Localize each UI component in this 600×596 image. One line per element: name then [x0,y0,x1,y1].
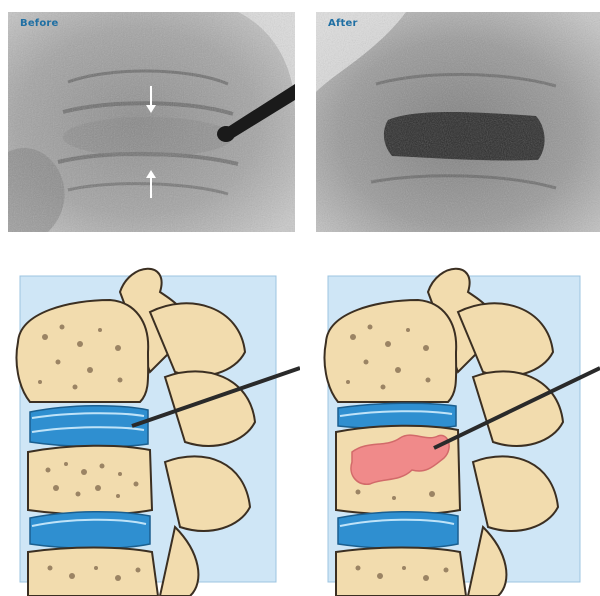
xray-before-panel: Before [8,12,295,232]
xray-after-panel: After [316,12,600,232]
spine-illustration-after [308,252,600,596]
xray-before-image [8,12,295,232]
after-label: After [328,18,358,29]
before-label: Before [20,18,59,29]
spine-illustration-before [0,252,300,596]
xray-after-image [316,12,600,232]
